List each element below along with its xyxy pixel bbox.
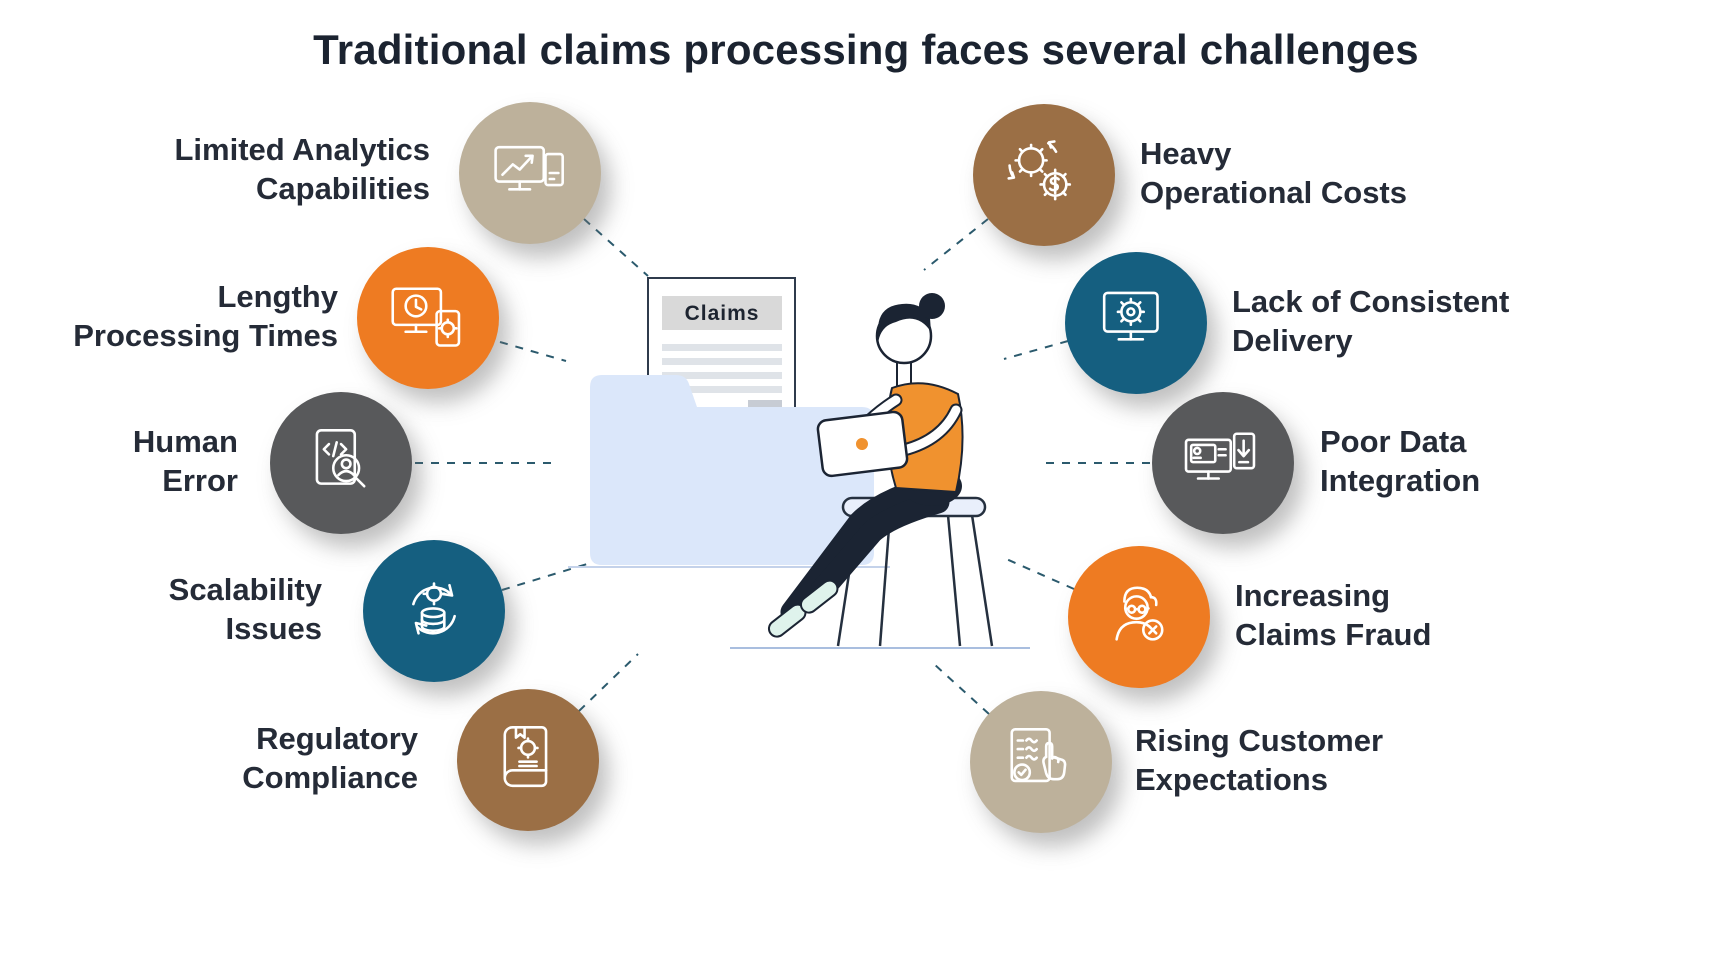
challenge-label-lengthy-processing: Lengthy Processing Times: [73, 279, 338, 354]
checklist-pointing-hand-icon: [1010, 728, 1067, 783]
claims-folder-label: Claims: [685, 302, 760, 325]
hair: [878, 303, 931, 344]
monitor-devices-sync-icon: [1184, 432, 1256, 480]
challenge-bubble-consistent-delivery: [1065, 252, 1207, 394]
monitor-clock-icon: [391, 287, 461, 347]
challenge-label-customer-expectations: Rising Customer Expectations: [1135, 723, 1384, 798]
hair-bun: [919, 293, 945, 319]
challenge-label-operational-costs: Heavy Operational Costs: [1140, 136, 1407, 211]
challenge-bubble-lengthy-processing: [357, 247, 499, 389]
rulebook-gear-icon: [503, 726, 548, 788]
challenge-label-human-error: Human Error: [132, 424, 238, 499]
connector-line: [933, 663, 990, 715]
gear-sync-database-icon: [412, 582, 456, 635]
challenge-bubble-operational-costs: [973, 104, 1115, 246]
challenge-bubble-data-integration: [1152, 392, 1294, 534]
challenge-label-limited-analytics: Limited Analytics Capabilities: [174, 132, 430, 207]
challenge-bubble-claims-fraud: [1068, 546, 1210, 688]
connector-line: [499, 341, 567, 362]
page-title: Traditional claims processing faces seve…: [313, 26, 1419, 73]
challenge-bubble-human-error: [270, 392, 412, 534]
challenge-label-consistent-delivery: Lack of Consistent Delivery: [1232, 284, 1510, 359]
challenge-label-regulatory-compliance: Regulatory Compliance: [242, 721, 418, 796]
center-illustration: Claims: [568, 277, 1030, 649]
challenge-bubble-limited-analytics: [459, 102, 601, 244]
challenge-bubble-scalability: [363, 540, 505, 682]
challenge-label-data-integration: Poor Data Integration: [1320, 424, 1481, 499]
challenge-label-scalability: Scalability Issues: [168, 572, 322, 647]
laptop: [816, 410, 909, 478]
connector-line: [578, 653, 639, 712]
monitor-gear-icon: [1102, 291, 1159, 341]
claims-document: Claims: [647, 277, 796, 431]
gears-dollar-icon: [1007, 140, 1072, 201]
tablet-magnifier-person-icon: [315, 429, 366, 488]
shoe: [799, 579, 839, 614]
challenge-label-claims-fraud: Increasing Claims Fraud: [1235, 578, 1432, 653]
fraudster-x-icon: [1115, 586, 1164, 641]
analytics-devices-icon: [494, 145, 564, 191]
claims-folder: [590, 375, 874, 565]
challenge-bubble-regulatory-compliance: [457, 689, 599, 831]
woman-illustration: [767, 293, 964, 638]
challenge-bubble-customer-expectations: [970, 691, 1112, 833]
